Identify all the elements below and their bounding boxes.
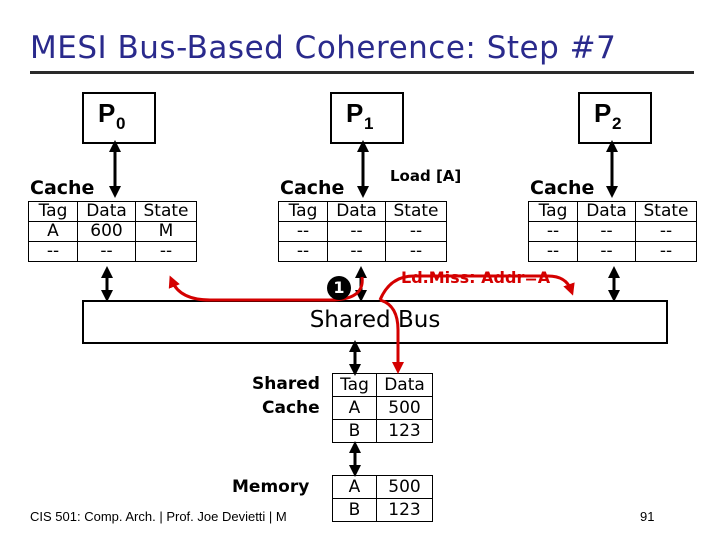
cell-data: -- (577, 241, 636, 262)
cell-data: 123 (376, 419, 433, 443)
header-data: Data (376, 373, 433, 397)
cell-data: 123 (376, 498, 433, 522)
miss-path-to-p2 (378, 274, 575, 301)
cell-tag: -- (278, 241, 328, 262)
cache-title-p1: Cache (280, 177, 345, 199)
cache-row: -- -- -- (278, 241, 447, 262)
shared-cache-row: A 500 (332, 396, 433, 420)
shared-bus (82, 300, 668, 344)
bus-label: Shared Bus (309, 307, 441, 333)
slide-title: MESI Bus-Based Coherence: Step #7 (30, 30, 617, 66)
cell-tag: -- (28, 241, 78, 262)
memory-table: A 500 B 123 (332, 475, 433, 522)
cell-data: -- (77, 241, 136, 262)
header-state: State (635, 201, 697, 222)
cache-header-row: Tag Data State (528, 201, 697, 222)
memory-label: Memory (232, 477, 310, 497)
processor-p2: P 2 (578, 92, 652, 144)
shared-cache-label-2: Cache (262, 398, 320, 418)
cache-header-row: Tag Data State (28, 201, 197, 222)
header-data: Data (577, 201, 636, 222)
processor-p0: P 0 (82, 92, 156, 144)
header-tag: Tag (278, 201, 328, 222)
processor-name: P (594, 98, 612, 128)
step-badge: 1 (327, 276, 351, 300)
cache-table-p2: Tag Data State -- -- -- -- -- -- (528, 201, 697, 262)
cell-data: 500 (376, 396, 433, 420)
cache-table-p1: Tag Data State -- -- -- -- -- -- (278, 201, 447, 262)
page-number: 91 (640, 509, 655, 524)
cache-header-row: Tag Data State (278, 201, 447, 222)
processor-name: P (346, 98, 364, 128)
header-data: Data (77, 201, 136, 222)
processor-subscript: 0 (116, 114, 126, 133)
cell-data: -- (327, 241, 386, 262)
processor-subscript: 2 (612, 114, 622, 133)
title-underline (30, 71, 694, 74)
cell-state: -- (135, 241, 197, 262)
cache-table-p0: Tag Data State A 600 M -- -- -- (28, 201, 197, 262)
memory-row: B 123 (332, 498, 433, 522)
cell-state: -- (635, 241, 697, 262)
cache-row: -- -- -- (28, 241, 197, 262)
cache-row: A 600 M (28, 221, 197, 242)
cell-state: -- (385, 241, 447, 262)
processor-name: P (98, 98, 116, 128)
shared-cache-label-1: Shared (252, 374, 320, 394)
header-state: State (135, 201, 197, 222)
header-data: Data (327, 201, 386, 222)
header-tag: Tag (28, 201, 78, 222)
cache-title-p0: Cache (30, 177, 95, 199)
processor-subscript: 1 (364, 114, 374, 133)
cache-row: -- -- -- (528, 241, 697, 262)
miss-path-to-p0 (168, 275, 364, 302)
footer-text: CIS 501: Comp. Arch. | Prof. Joe Deviett… (30, 509, 287, 524)
miss-path-to-shared-cache (379, 298, 404, 374)
cache-row: -- -- -- (528, 221, 697, 242)
load-label: Load [A] (390, 167, 462, 185)
cell-data: 500 (376, 475, 433, 499)
cell-state: -- (635, 221, 697, 242)
cell-state: M (135, 221, 197, 242)
cell-data: 600 (77, 221, 136, 242)
cache-title-p2: Cache (530, 177, 595, 199)
header-state: State (385, 201, 447, 222)
shared-cache-table: Tag Data A 500 B 123 (332, 373, 433, 443)
